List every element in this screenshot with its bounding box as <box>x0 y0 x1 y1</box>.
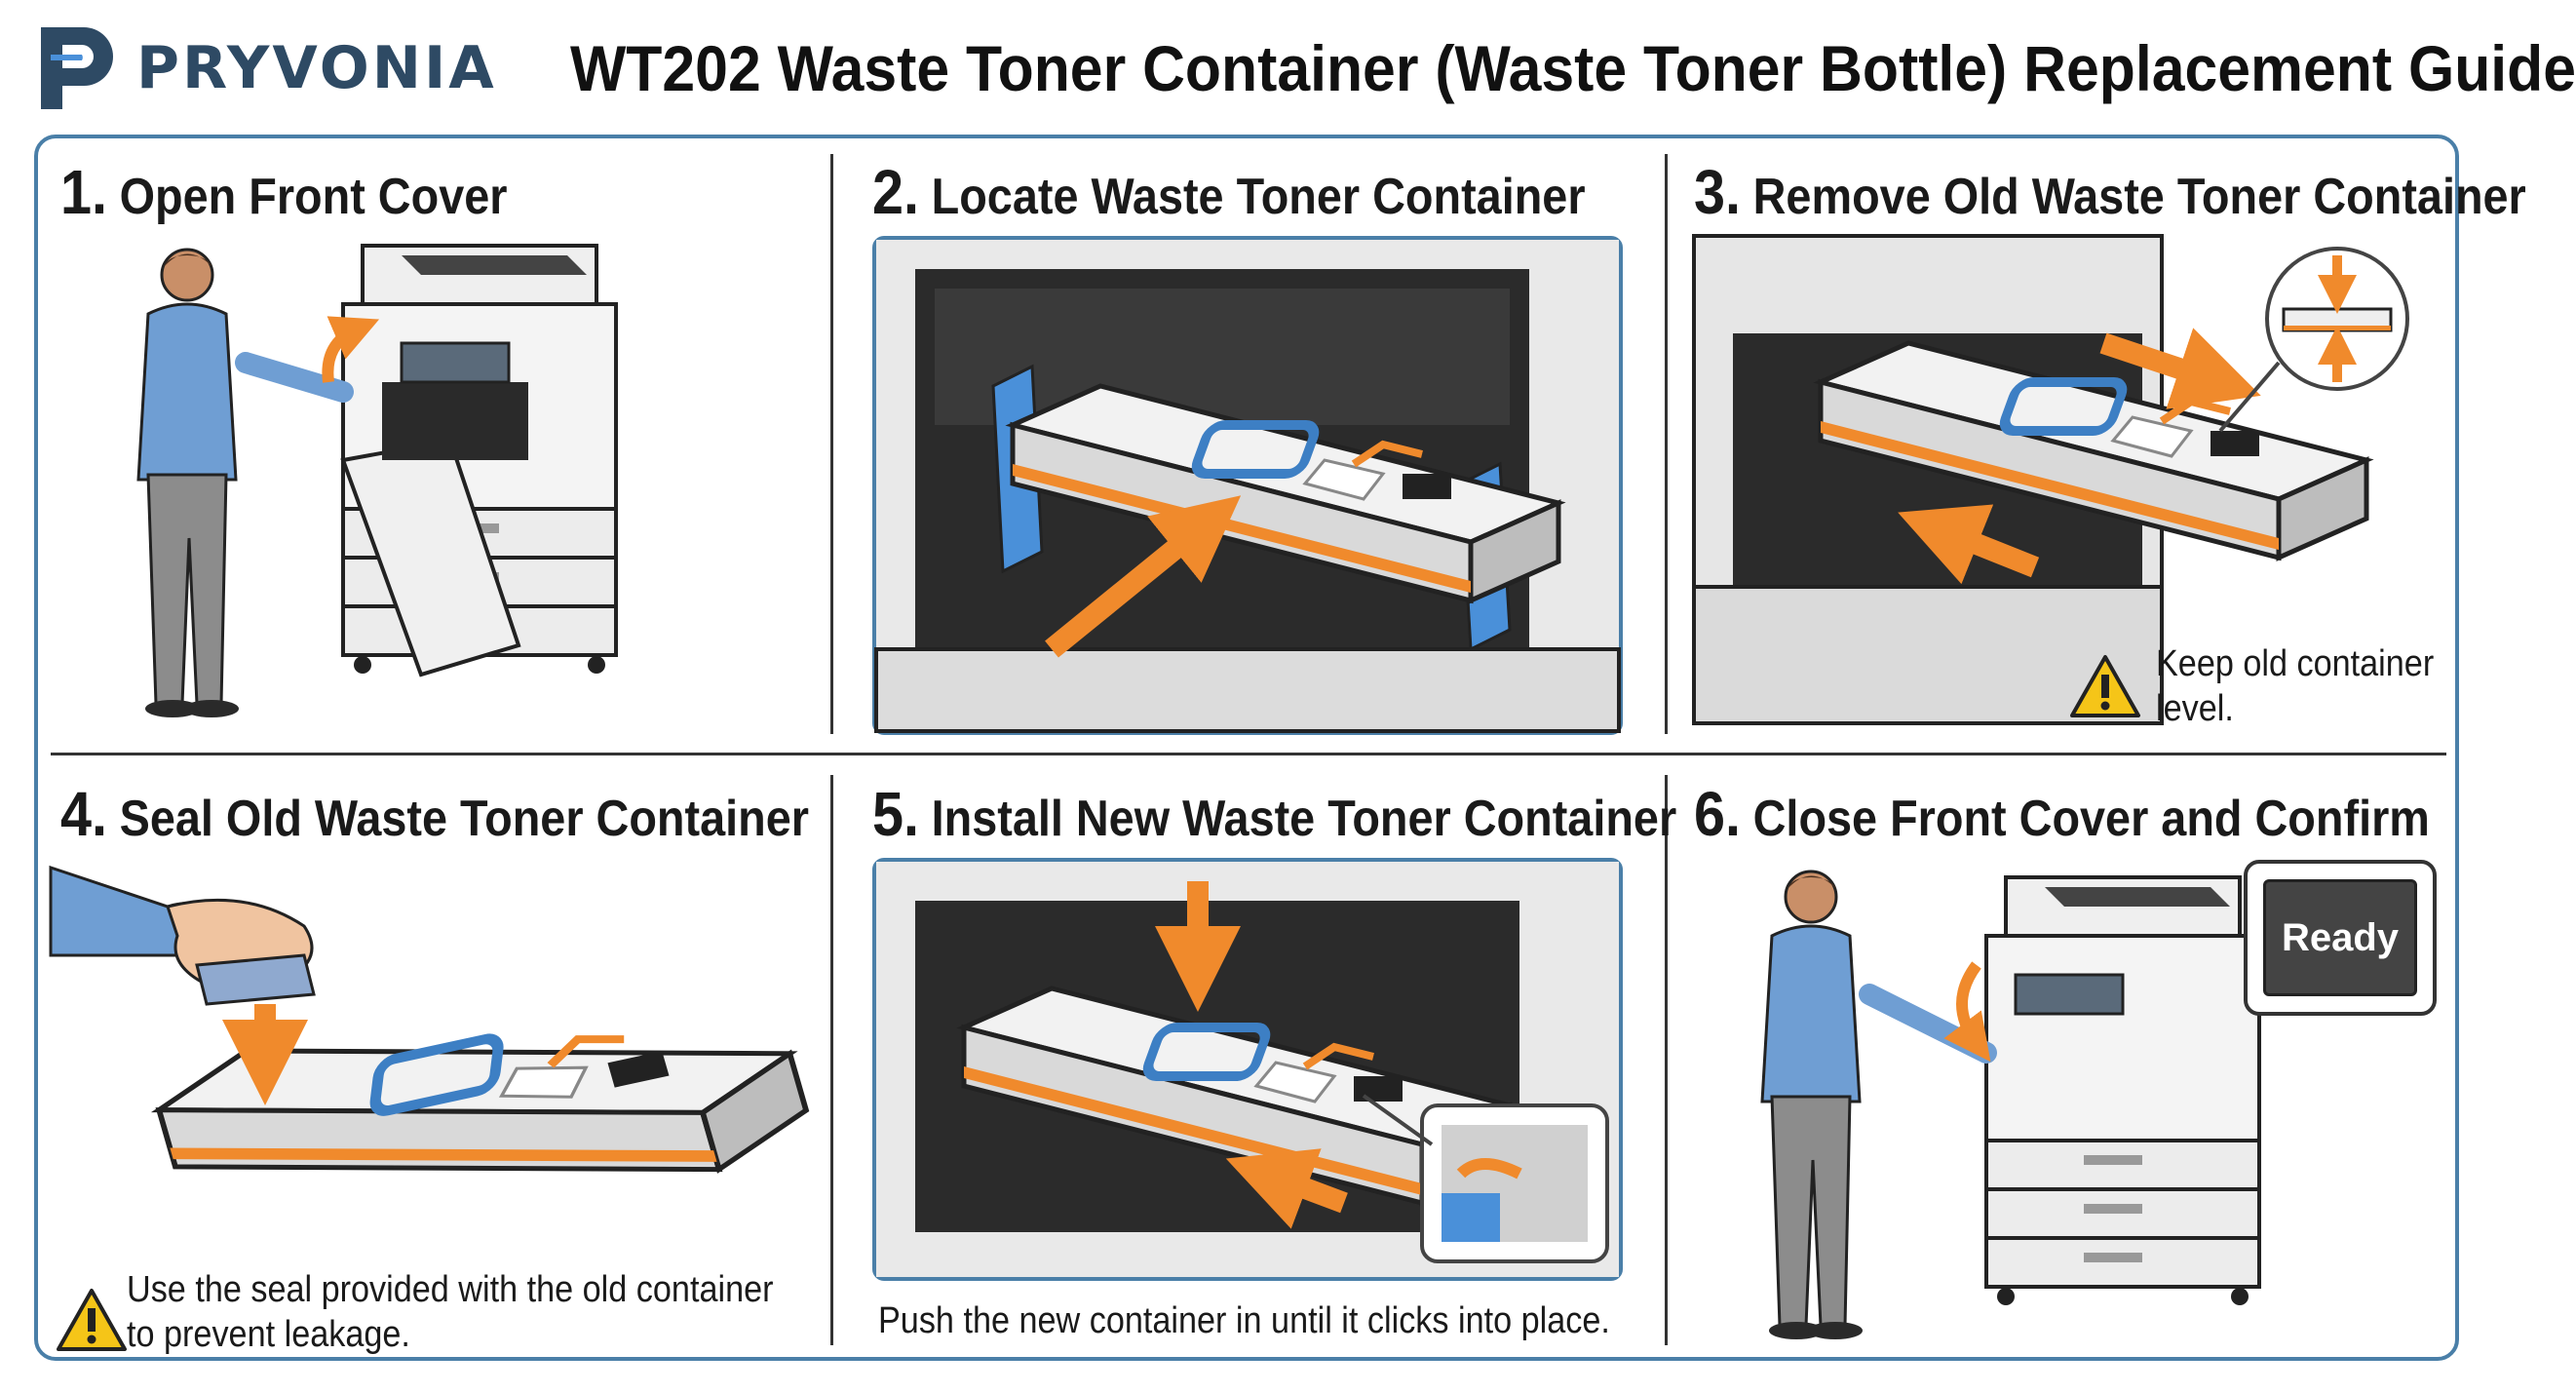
step-5-panel: 5.Install New Waste Toner Container Push… <box>872 780 1676 1360</box>
divider <box>1665 154 1668 734</box>
step-title: 2.Locate Waste Toner Container <box>872 158 1586 231</box>
printer-close-cover-icon <box>1760 870 2261 1341</box>
step-title: 5.Install New Waste Toner Container <box>872 780 1676 853</box>
page-title: WT202 Waste Toner Container (Waste Toner… <box>570 32 2576 104</box>
step-note: Keep old container level. <box>2156 643 2435 729</box>
seal-container-icon <box>49 865 811 1238</box>
step-number: 2. <box>872 157 920 227</box>
step-number: 4. <box>60 779 108 849</box>
step-label: Seal Old Waste Toner Container <box>119 791 809 847</box>
guide-frame <box>34 135 2459 1361</box>
step-label: Close Front Cover and Confirm <box>1752 791 2430 847</box>
warning-icon <box>57 1289 127 1351</box>
divider <box>830 775 833 1345</box>
waste-toner-container-icon <box>874 240 1621 733</box>
step-title: 1.Open Front Cover <box>60 158 507 231</box>
step-label: Locate Waste Toner Container <box>931 169 1586 225</box>
ready-status-text: Ready <box>2281 915 2400 959</box>
printer-front-cover-open-icon <box>136 244 618 719</box>
divider <box>51 753 2446 755</box>
brand-name: PRYVONIA <box>136 34 497 102</box>
step-label: Install New Waste Toner Container <box>931 791 1677 847</box>
step-number: 1. <box>60 157 108 227</box>
step-note: Push the new container in until it click… <box>878 1300 1610 1341</box>
step-1-panel: 1.Open Front Cover <box>60 158 811 743</box>
warning-icon <box>2070 655 2140 717</box>
header: PRYVONIA WT202 Waste Toner Container (Wa… <box>0 0 2576 132</box>
step-3-panel: 3.Remove Old Waste Toner Container Keep … <box>1692 158 2526 743</box>
step-6-panel: 6.Close Front Cover and Confirm Ready <box>1694 780 2454 1360</box>
step-label: Open Front Cover <box>119 169 508 225</box>
step-number: 3. <box>1694 157 1742 227</box>
step-4-panel: 4.Seal Old Waste Toner Container Use the… <box>49 780 821 1360</box>
divider <box>830 154 833 734</box>
container-view <box>872 236 1623 735</box>
step-title: 3.Remove Old Waste Toner Container <box>1694 158 2526 231</box>
ready-badge: Ready <box>2244 860 2437 1016</box>
install-view <box>872 858 1623 1281</box>
step-label: Remove Old Waste Toner Container <box>1752 169 2526 225</box>
step-2-panel: 2.Locate Waste Toner Container <box>872 158 1642 743</box>
divider <box>1665 775 1668 1345</box>
install-container-icon <box>876 862 1619 1277</box>
step-title: 4.Seal Old Waste Toner Container <box>60 780 809 853</box>
step-number: 5. <box>872 779 920 849</box>
p-logo-icon <box>41 27 113 109</box>
step-number: 6. <box>1694 779 1742 849</box>
step-title: 6.Close Front Cover and Confirm <box>1694 780 2430 853</box>
step-note: Use the seal provided with the old conta… <box>127 1269 774 1355</box>
